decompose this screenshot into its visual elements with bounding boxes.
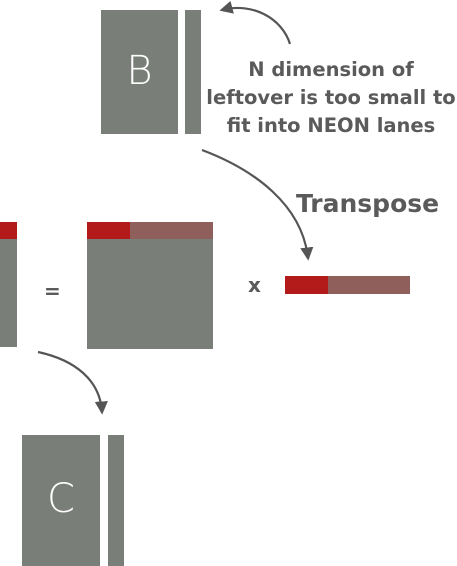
row-vector-red-segment	[285, 276, 328, 294]
row-vector-faded-segment	[328, 276, 410, 294]
times-sign: x	[248, 273, 261, 297]
left-matrix-red-row	[0, 222, 17, 239]
matrix-c-block	[22, 435, 100, 566]
annotation-line-3: fit into NEON lanes	[226, 114, 436, 137]
middle-matrix-red-segment	[87, 222, 130, 239]
middle-matrix-block	[87, 239, 213, 349]
left-matrix-block	[0, 239, 17, 347]
matrix-b-leftover-column	[185, 10, 201, 134]
curved-arrow-icon	[201, 148, 314, 261]
middle-matrix-faded-segment	[130, 222, 213, 239]
equals-sign: =	[44, 279, 61, 303]
leftover-annotation: N dimension of leftover is too small to …	[205, 56, 457, 140]
curved-arrow-icon	[37, 350, 108, 415]
transpose-label: Transpose	[296, 189, 440, 218]
matrix-c-label: C	[47, 476, 75, 522]
matrix-b-block	[101, 10, 178, 134]
annotation-line-2: leftover is too small to	[206, 86, 456, 109]
matrix-c-leftover-column	[108, 435, 124, 566]
matrix-b-label: B	[126, 48, 153, 94]
annotation-line-1: N dimension of	[248, 58, 414, 81]
curved-arrow-icon	[219, 0, 292, 45]
